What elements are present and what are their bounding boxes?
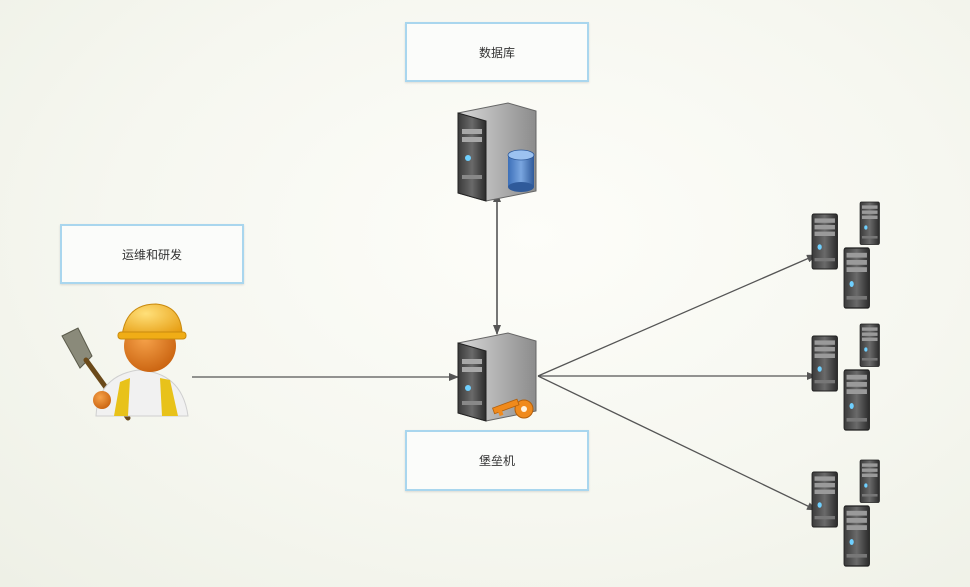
server-cluster-middle (811, 323, 880, 431)
server-with-key-icon (457, 332, 537, 422)
ops-dev-label-box: 运维和研发 (60, 224, 244, 284)
server-cluster-icon (811, 459, 880, 567)
bastion-label-box: 堡垒机 (405, 430, 589, 491)
construction-worker-icon (61, 303, 189, 421)
bastion-label: 堡垒机 (478, 454, 515, 468)
key-icon (492, 398, 534, 419)
server-cluster-top (811, 201, 880, 309)
bastion-to-cluster-top-arrow (537, 254, 817, 377)
ops-dev-label: 运维和研发 (121, 247, 182, 262)
bastion-to-cluster-bottom-arrow (537, 375, 817, 511)
server-cluster-icon (811, 323, 880, 431)
database-cylinder-icon (507, 149, 535, 192)
database-label-box: 数据库 (405, 22, 589, 82)
database-label: 数据库 (478, 45, 515, 60)
server-with-database-icon (457, 102, 537, 202)
server-cluster-icon (811, 201, 880, 309)
server-cluster-bottom (811, 459, 880, 567)
